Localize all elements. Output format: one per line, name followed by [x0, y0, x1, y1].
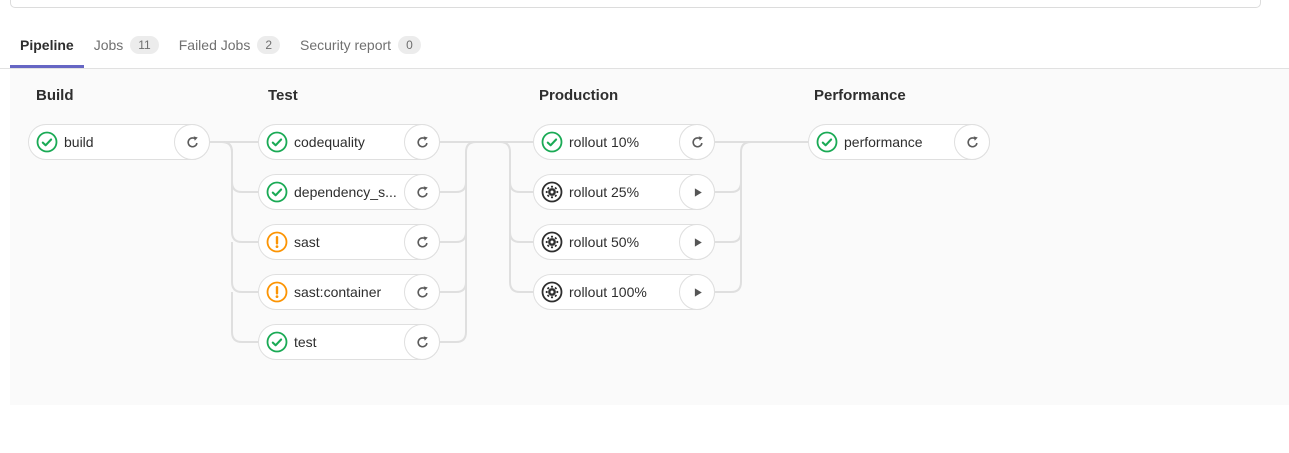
tab-label: Jobs [93, 37, 124, 53]
job-label: test [294, 334, 317, 350]
job-label: rollout 10% [569, 134, 640, 150]
job-pill-rollout-10[interactable]: rollout 10% [533, 124, 715, 160]
stage-header-production: Production [539, 87, 619, 104]
retry-icon [415, 335, 430, 350]
play-icon [690, 285, 705, 300]
status-success-icon [541, 131, 563, 153]
card-bottom-edge [10, 0, 1261, 8]
job-pill-sast-container[interactable]: sast:container [258, 274, 440, 310]
status-success-icon [266, 331, 288, 353]
tab-label: Security report [300, 37, 392, 53]
security-report-count-badge: 0 [398, 35, 421, 55]
job-pill-build[interactable]: build [28, 124, 210, 160]
tab-jobs[interactable]: Jobs 11 [84, 25, 169, 68]
retry-button[interactable] [404, 274, 440, 310]
job-label: dependency_s... [294, 184, 397, 200]
retry-icon [415, 185, 430, 200]
job-label: performance [844, 134, 923, 150]
job-label: rollout 100% [569, 284, 647, 300]
retry-icon [185, 135, 200, 150]
status-success-icon [266, 131, 288, 153]
retry-button[interactable] [404, 224, 440, 260]
retry-button[interactable] [954, 124, 990, 160]
play-icon [690, 185, 705, 200]
play-icon [690, 235, 705, 250]
job-pill-test[interactable]: test [258, 324, 440, 360]
job-label: rollout 25% [569, 184, 640, 200]
play-button[interactable] [679, 174, 715, 210]
status-warning-icon [266, 231, 288, 253]
job-pill-performance[interactable]: performance [808, 124, 990, 160]
job-pill-rollout-50[interactable]: rollout 50% [533, 224, 715, 260]
job-pill-rollout-100[interactable]: rollout 100% [533, 274, 715, 310]
status-success-icon [266, 181, 288, 203]
stage-header-test: Test [268, 87, 298, 104]
stage-header-build: Build [36, 87, 74, 104]
tab-pipeline[interactable]: Pipeline [10, 25, 84, 68]
jobs-count-badge: 11 [130, 35, 159, 55]
stage-header-performance: Performance [814, 87, 906, 104]
status-warning-icon [266, 281, 288, 303]
retry-icon [415, 135, 430, 150]
status-manual-icon [541, 231, 563, 253]
retry-button[interactable] [404, 324, 440, 360]
tab-security-report[interactable]: Security report 0 [290, 25, 431, 68]
play-button[interactable] [679, 224, 715, 260]
job-label: build [64, 134, 94, 150]
pipeline-tabs: Pipeline Jobs 11 Failed Jobs 2 Security … [0, 25, 1289, 69]
status-manual-icon [541, 281, 563, 303]
tab-failed-jobs[interactable]: Failed Jobs 2 [169, 25, 290, 68]
pipeline-graph: Build Test Production Performance build … [10, 69, 1289, 405]
job-label: codequality [294, 134, 365, 150]
pipeline-connectors [210, 141, 808, 343]
retry-button[interactable] [679, 124, 715, 160]
job-label: sast:container [294, 284, 382, 300]
tab-label: Failed Jobs [178, 37, 251, 53]
status-success-icon [816, 131, 838, 153]
job-pill-codequality[interactable]: codequality [258, 124, 440, 160]
job-pill-sast[interactable]: sast [258, 224, 440, 260]
retry-button[interactable] [174, 124, 210, 160]
retry-icon [965, 135, 980, 150]
retry-icon [690, 135, 705, 150]
retry-button[interactable] [404, 124, 440, 160]
job-pill-rollout-25[interactable]: rollout 25% [533, 174, 715, 210]
job-label: rollout 50% [569, 234, 640, 250]
retry-button[interactable] [404, 174, 440, 210]
status-manual-icon [541, 181, 563, 203]
status-success-icon [36, 131, 58, 153]
tab-label: Pipeline [20, 37, 74, 53]
retry-icon [415, 235, 430, 250]
failed-jobs-count-badge: 2 [257, 35, 281, 55]
retry-icon [415, 285, 430, 300]
play-button[interactable] [679, 274, 715, 310]
job-label: sast [294, 234, 320, 250]
job-pill-dependency-scanning[interactable]: dependency_s... [258, 174, 440, 210]
